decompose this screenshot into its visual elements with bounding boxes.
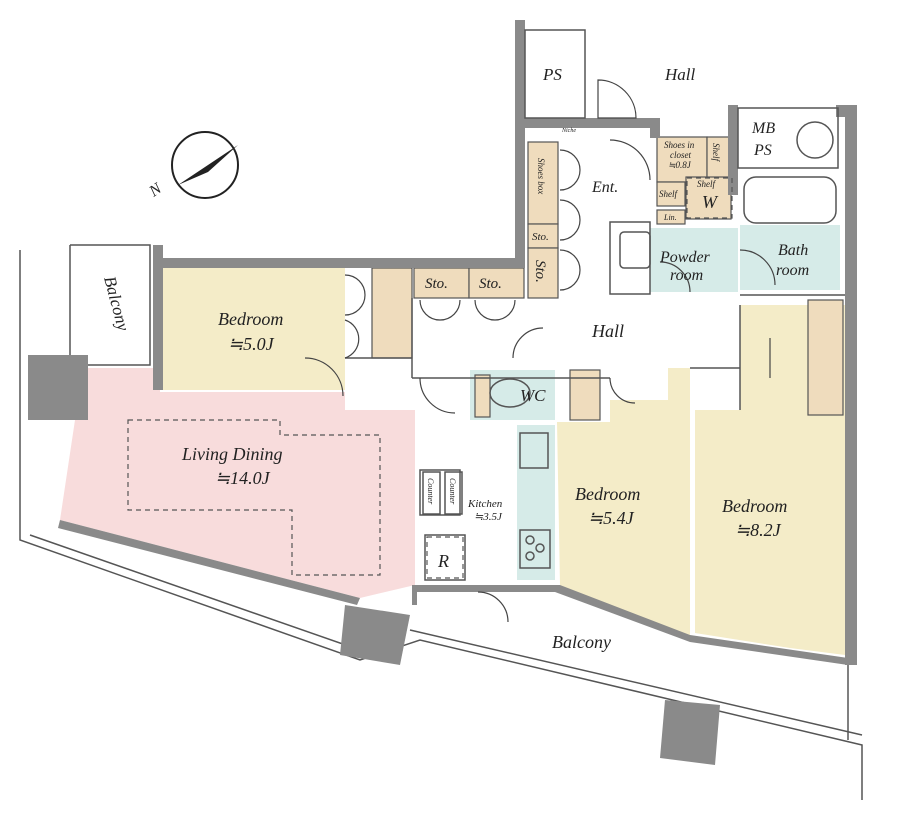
label-niche: Niche bbox=[561, 128, 576, 134]
label-bedroom3-size: ≒8.2J bbox=[735, 520, 782, 540]
label-powder-2: room bbox=[670, 267, 703, 284]
label-kitchen-size: ≒3.5J bbox=[474, 511, 503, 523]
label-sto-1: Sto. bbox=[532, 231, 549, 243]
bath-room-area bbox=[740, 225, 840, 290]
label-washer: W bbox=[702, 192, 719, 212]
walls bbox=[28, 20, 857, 765]
compass-north-label: N bbox=[145, 179, 165, 200]
label-bath-1: Bath bbox=[778, 242, 808, 259]
room-labels: PS Hall MB PS Niche Shoes in closet ≒0.8… bbox=[100, 65, 809, 652]
label-fridge: R bbox=[437, 551, 449, 571]
label-ps: PS bbox=[542, 65, 562, 84]
fridge-space bbox=[426, 536, 464, 579]
label-shoes-closet-2: closet bbox=[670, 150, 691, 160]
washer-space bbox=[686, 177, 733, 219]
label-counter-2: Counter bbox=[448, 478, 457, 505]
label-living-size: ≒14.0J bbox=[215, 468, 271, 488]
partitions bbox=[345, 29, 845, 581]
powder-room-area bbox=[650, 228, 738, 292]
doors bbox=[304, 79, 776, 623]
living-dining-area bbox=[60, 368, 415, 598]
label-living-name: Living Dining bbox=[181, 444, 283, 464]
label-shoes-closet-1: Shoes in bbox=[664, 140, 695, 150]
label-shelf-1: Shelf bbox=[711, 143, 721, 162]
label-bedroom3-name: Bedroom bbox=[722, 496, 787, 516]
label-bedroom1-name: Bedroom bbox=[218, 309, 283, 329]
label-shoes-box: Shoes box bbox=[536, 158, 546, 194]
label-counter-1: Counter bbox=[426, 478, 435, 505]
bedroom-5-0-area bbox=[163, 268, 345, 390]
label-wc: WC bbox=[520, 386, 546, 405]
label-linen: Lin. bbox=[663, 213, 677, 222]
compass-icon: N bbox=[145, 131, 239, 201]
storage-units bbox=[371, 136, 844, 421]
label-sto-4: Sto. bbox=[479, 276, 502, 292]
label-powder-1: Powder bbox=[659, 249, 711, 266]
label-ps-2: PS bbox=[753, 142, 772, 159]
label-shoes-closet-3: ≒0.8J bbox=[668, 160, 692, 170]
label-bedroom2-name: Bedroom bbox=[575, 484, 640, 504]
label-shelf-2: Shelf bbox=[659, 189, 678, 199]
label-balcony-main: Balcony bbox=[552, 632, 611, 652]
label-sto-2: Sto. bbox=[532, 260, 548, 283]
label-hall-top: Hall bbox=[664, 65, 696, 84]
label-bath-2: room bbox=[776, 262, 809, 279]
label-bedroom2-size: ≒5.4J bbox=[588, 508, 635, 528]
label-bedroom1-size: ≒5.0J bbox=[228, 334, 275, 354]
label-balcony-left: Balcony bbox=[100, 274, 133, 333]
label-hall-mid: Hall bbox=[591, 321, 624, 341]
label-kitchen-name: Kitchen bbox=[467, 498, 503, 510]
label-entrance: Ent. bbox=[591, 179, 618, 196]
label-sto-3: Sto. bbox=[425, 276, 448, 292]
bedroom-5-4-area bbox=[557, 368, 690, 635]
living-dining-dashed-outline bbox=[127, 419, 381, 576]
label-mb: MB bbox=[751, 120, 775, 137]
label-shelf-3: Shelf bbox=[697, 179, 716, 189]
